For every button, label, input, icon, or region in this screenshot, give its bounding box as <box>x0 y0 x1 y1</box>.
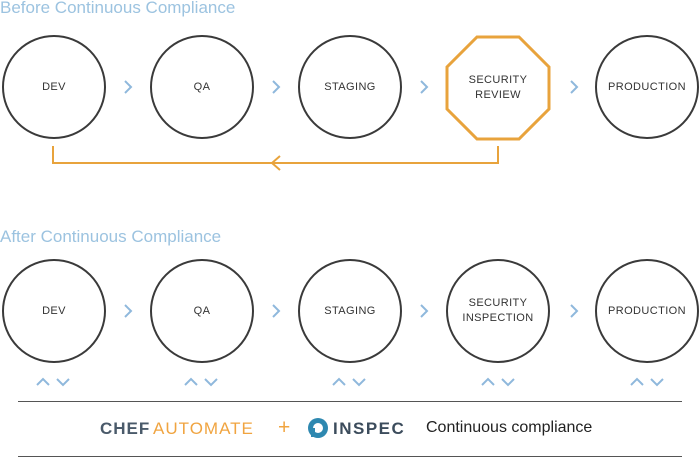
chevron-right-icon <box>420 80 429 94</box>
stage-label: STAGING <box>324 80 376 93</box>
arrow-left-icon <box>270 155 281 171</box>
chef-brand-text: CHEF <box>100 419 151 438</box>
after-stage-qa: QA <box>150 259 254 363</box>
stage-label: SECURITY INSPECTION <box>462 297 534 324</box>
before-stage-security-review: SECURITY REVIEW <box>445 35 551 141</box>
before-stage-dev: DEV <box>2 35 106 139</box>
after-stage-dev: DEV <box>2 259 106 363</box>
inspec-logo-icon <box>308 418 328 438</box>
chevron-up-down-icon <box>184 377 218 387</box>
plus-sign: + <box>278 416 291 439</box>
chevron-up-down-icon <box>481 377 515 387</box>
after-heading: After Continuous Compliance <box>0 227 222 246</box>
chevron-right-icon <box>420 304 429 318</box>
stage-label: QA <box>193 80 211 93</box>
chevron-right-icon <box>124 304 133 318</box>
chevron-up-down-icon <box>36 377 70 387</box>
after-stage-staging: STAGING <box>298 259 402 363</box>
after-stage-production: PRODUCTION <box>595 259 699 363</box>
chevron-up-down-icon <box>630 377 664 387</box>
feedback-loop-arrow <box>52 146 499 171</box>
chevron-right-icon <box>272 304 281 318</box>
stage-label: SECURITY REVIEW <box>468 74 528 101</box>
octagon-shape <box>445 35 551 141</box>
after-stage-security-inspection: SECURITY INSPECTION <box>446 259 550 363</box>
footer: CHEF AUTOMATE + INSPEC Continuous compli… <box>0 407 700 451</box>
stage-label: DEV <box>42 80 66 93</box>
footer-bottom-divider <box>18 456 682 457</box>
inspec-brand-text: INSPEC <box>333 419 406 438</box>
stage-label: STAGING <box>324 304 376 317</box>
chevron-right-icon <box>570 80 579 94</box>
before-stage-production: PRODUCTION <box>595 35 699 139</box>
footer-top-divider <box>18 401 682 402</box>
stage-label: PRODUCTION <box>608 304 686 317</box>
stage-label: QA <box>193 304 211 317</box>
before-heading: Before Continuous Compliance <box>0 0 236 17</box>
before-stage-qa: QA <box>150 35 254 139</box>
chevron-right-icon <box>570 304 579 318</box>
stage-label: PRODUCTION <box>608 80 686 93</box>
chevron-right-icon <box>272 80 281 94</box>
tagline-text: Continuous compliance <box>426 419 593 436</box>
before-stage-staging: STAGING <box>298 35 402 139</box>
stage-label-wrap: SECURITY REVIEW <box>445 35 551 141</box>
automate-brand-text: AUTOMATE <box>153 419 254 438</box>
chevron-up-down-icon <box>332 377 366 387</box>
stage-label: DEV <box>42 304 66 317</box>
chevron-right-icon <box>124 80 133 94</box>
